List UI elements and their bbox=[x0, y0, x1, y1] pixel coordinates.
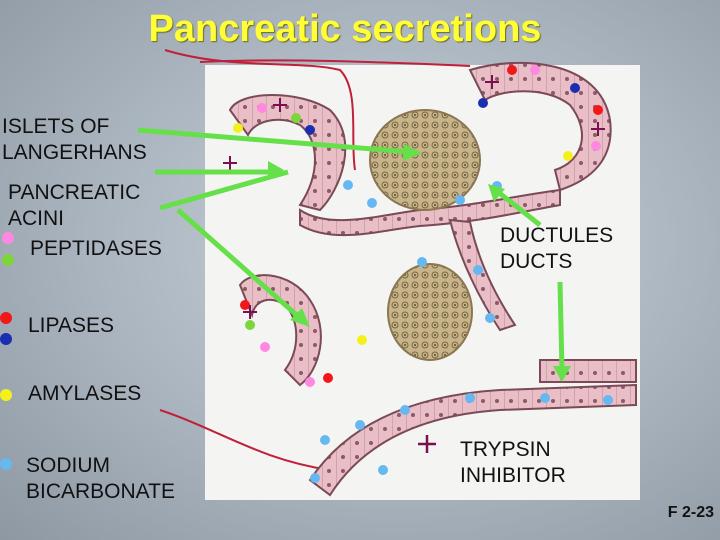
secretion-dots bbox=[233, 65, 613, 483]
acinus-top-left bbox=[228, 94, 347, 212]
label-ductules-ducts: DUCTULES DUCTS bbox=[500, 224, 614, 273]
pointer-arrows bbox=[137, 127, 571, 382]
figure-number: F 2-23 bbox=[667, 504, 714, 521]
trypsin-inhibitor-icon bbox=[418, 435, 436, 453]
peptidase-pink-dot bbox=[2, 232, 14, 244]
label-pancreatic-acini: PANCREATIC ACINI bbox=[8, 181, 141, 230]
ductule bbox=[448, 218, 517, 332]
page-title: Pancreatic secretions bbox=[148, 8, 542, 50]
blood-vessel bbox=[159, 409, 331, 471]
islet-of-langerhans bbox=[387, 263, 473, 361]
acinus-left-bottom bbox=[238, 274, 322, 387]
ductule bbox=[299, 188, 561, 237]
lipase-blue-dot bbox=[0, 333, 12, 345]
label-lipases: LIPASES bbox=[28, 314, 114, 337]
trypsin-inhibitor-markers bbox=[223, 75, 605, 319]
duct-wall bbox=[539, 359, 637, 383]
label-amylases: AMYLASES bbox=[28, 382, 142, 405]
blood-vessel bbox=[199, 59, 471, 67]
peptidase-green-dot bbox=[2, 254, 14, 266]
label-trypsin-inhibitor: TRYPSIN INHIBITOR bbox=[460, 438, 566, 487]
main-duct bbox=[308, 383, 637, 497]
lipase-red-dot bbox=[0, 312, 12, 324]
label-peptidases: PEPTIDASES bbox=[30, 237, 162, 260]
amylase-yellow-dot bbox=[0, 389, 12, 401]
acinus-top-right bbox=[468, 61, 612, 192]
label-sodium-bicarbonate: SODIUM BICARBONATE bbox=[26, 454, 175, 503]
bicarbonate-dot bbox=[0, 458, 12, 470]
islet-of-langerhans bbox=[369, 109, 481, 211]
label-islets-of-langerhans: ISLETS OF LANGERHANS bbox=[2, 115, 147, 164]
